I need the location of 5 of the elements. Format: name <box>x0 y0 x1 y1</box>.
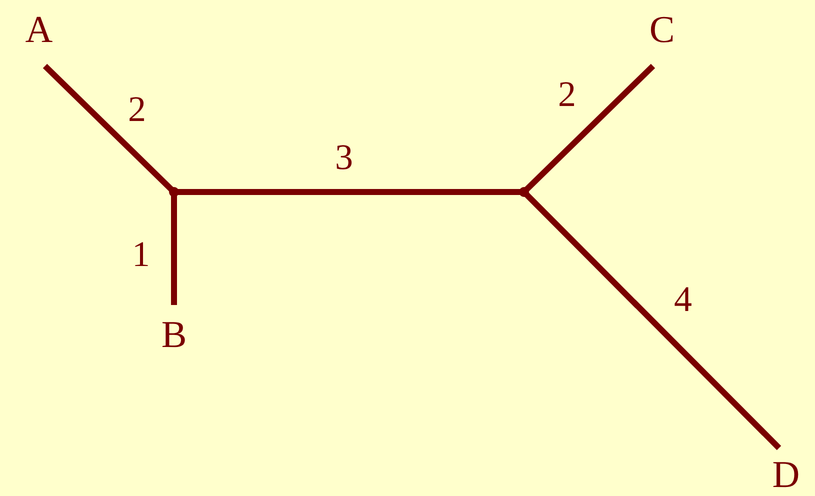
node-label: A <box>25 10 53 50</box>
node-label: D <box>772 455 800 495</box>
node-label: B <box>161 315 187 355</box>
junction-point <box>519 187 529 197</box>
node-label: C <box>649 10 675 50</box>
